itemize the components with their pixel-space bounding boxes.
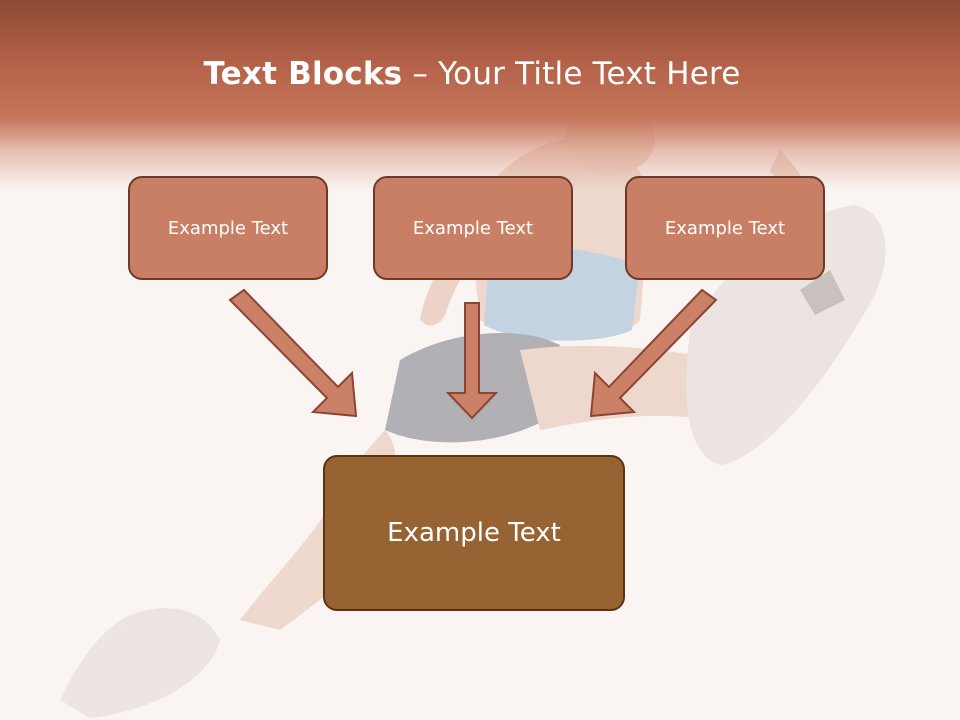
arrow-right-icon: [589, 288, 718, 418]
title-rest-part: Your Title Text Here: [438, 56, 741, 92]
text-block-top-right-label: Example Text: [664, 217, 786, 239]
text-block-bottom-label: Example Text: [387, 518, 561, 548]
text-block-bottom[interactable]: Example Text: [323, 455, 625, 611]
text-block-top-right[interactable]: Example Text: [625, 176, 825, 280]
arrow-center-icon: [445, 302, 499, 420]
slide-title: Text Blocks – Your Title Text Here: [0, 56, 944, 92]
title-separator: –: [412, 56, 429, 92]
text-block-top-center[interactable]: Example Text: [373, 176, 573, 280]
arrow-left-icon: [228, 288, 358, 418]
text-block-top-center-label: Example Text: [412, 217, 534, 239]
text-block-top-left-label: Example Text: [167, 217, 289, 239]
title-bold-part: Text Blocks: [203, 56, 403, 92]
text-block-top-left[interactable]: Example Text: [128, 176, 328, 280]
header-band: [0, 0, 960, 190]
